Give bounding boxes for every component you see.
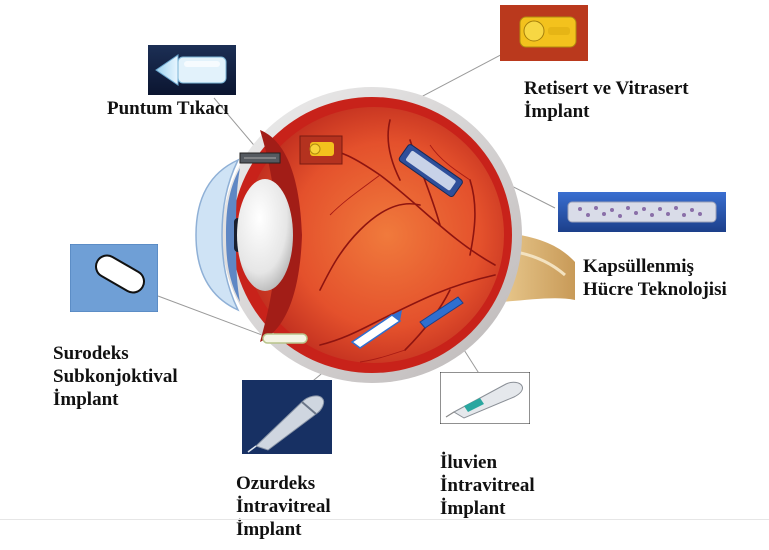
capsule-thumbnail — [558, 192, 726, 232]
surodeks-label: Surodeks Subkonjoktival İmplant — [53, 342, 178, 411]
surodex-on-eye — [263, 334, 307, 343]
retisert-thumbnail — [500, 5, 588, 61]
retisert-on-eye — [300, 136, 342, 164]
puntum-thumbnail — [148, 45, 236, 95]
puntum-label: Puntum Tıkacı — [107, 97, 229, 120]
encapsulated-cell-capsule-icon — [568, 202, 716, 222]
lens — [237, 179, 293, 291]
iluvien-thumbnail — [440, 372, 530, 424]
retisert-label: Retisert ve Vitrasert İmplant — [524, 77, 689, 123]
ozurdeks-thumbnail — [242, 380, 332, 454]
cornea-and-iris — [196, 160, 244, 310]
iluvien-label: İluvien İntravitreal İmplant — [440, 451, 535, 520]
ozurdeks-label: Ozurdeks İntravitreal İmplant — [236, 472, 331, 541]
bottom-divider — [0, 519, 769, 520]
kapsul-label: Kapsüllenmiş Hücre Teknolojisi — [583, 255, 727, 301]
surodeks-thumbnail — [70, 244, 158, 312]
